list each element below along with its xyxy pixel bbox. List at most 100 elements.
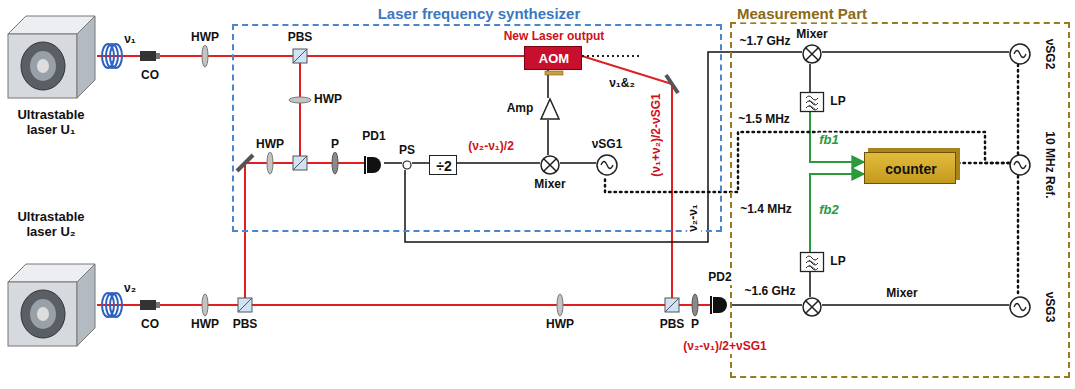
node-label: Mixer — [795, 28, 828, 42]
component-label: P — [330, 138, 340, 152]
node-shape — [402, 160, 412, 170]
component-label: ν₁ — [123, 33, 137, 47]
component-label: (ν₂-ν₁)/2+νSG1 — [682, 340, 767, 354]
node-label: 10 MHz Ref. — [1042, 130, 1056, 199]
reference-line — [956, 162, 1009, 165]
signal-wire — [730, 304, 802, 306]
signal-wire — [810, 112, 864, 162]
component-label: HWP — [190, 318, 220, 332]
node-label: νSG2 — [1042, 38, 1056, 71]
beam-splitter-cube — [238, 49, 679, 312]
amplifier-symbol: Amp — [540, 98, 560, 120]
node-shape — [540, 155, 560, 175]
aom-box: New Laser outputAOM — [524, 46, 582, 70]
node-label: νSG1 — [591, 138, 624, 152]
node-label: LP — [829, 255, 846, 269]
node-shape — [364, 155, 384, 175]
half-wave-plate — [202, 45, 563, 316]
counter-box: counter — [864, 152, 956, 184]
lowpass-filter: LP — [800, 92, 824, 112]
laser-beam — [97, 304, 710, 306]
measurement-region: Mixer νSG2LP counter 10 MHz Ref. LP Mixer νSG3… — [730, 22, 1070, 378]
edge-label: (ν₂-ν₁)/2 — [467, 140, 515, 154]
signal-wire — [547, 120, 549, 155]
synthesizer-region: New Laser outputAOMAmpPD1PS÷2MixerνSG1La… — [232, 24, 722, 232]
node-label: Amp — [506, 102, 535, 116]
signal-wire — [384, 162, 402, 164]
signal-wire — [810, 174, 864, 252]
node-shape — [800, 92, 824, 112]
signal-wire — [560, 162, 596, 164]
component-label: HWP — [255, 138, 285, 152]
laser-source: Ultrastable laser U₂ — [5, 258, 97, 348]
polarizer — [332, 152, 698, 316]
component-label: PBS — [232, 318, 259, 332]
photodiode: PD1 — [364, 155, 384, 175]
reference-line — [605, 132, 1009, 192]
node-label: counter — [885, 161, 936, 177]
node-shape — [1009, 154, 1031, 176]
node-label: Ultrastable laser U₁ — [6, 108, 96, 138]
node-shape — [540, 98, 560, 120]
node-shape — [800, 252, 824, 272]
divider-box: ÷2 — [429, 155, 457, 175]
reference-clock: 10 MHz Ref. — [1009, 154, 1031, 176]
node-label: Mixer — [885, 287, 918, 301]
node-label: LP — [829, 95, 846, 109]
laser-beam — [582, 56, 710, 305]
reference-line — [1017, 176, 1020, 296]
signal-wire — [809, 64, 811, 92]
node-shape — [1009, 43, 1031, 65]
node-label: ÷2 — [436, 158, 451, 174]
component-label: PBS — [659, 318, 686, 332]
node-label: PS — [398, 144, 416, 158]
laser-illustration — [8, 16, 95, 98]
node-shape — [802, 44, 822, 64]
edge-label: fb2 — [818, 203, 840, 218]
component-label: ν₁&₂ — [608, 77, 636, 91]
component-label: PBS — [287, 31, 314, 45]
component-label: ν₂ — [123, 282, 137, 296]
component-label: HWP — [313, 93, 343, 107]
laser-beam — [97, 56, 364, 163]
fiber-coil — [102, 44, 122, 68]
photodiode: PD2 — [710, 295, 730, 315]
node-label: AOM — [539, 52, 569, 67]
mixer-symbol: Mixer — [540, 155, 560, 175]
reference-line — [1017, 65, 1020, 154]
signal-wire — [405, 52, 802, 242]
component-label: CO — [140, 318, 160, 332]
component-label: CO — [140, 69, 160, 83]
laser-illustration — [8, 264, 95, 346]
mixer-symbol: Mixer — [802, 44, 822, 64]
node-label: PD2 — [707, 271, 732, 285]
laser-source: Ultrastable laser U₁ — [5, 10, 97, 100]
node-label: νSG3 — [1042, 291, 1056, 324]
signal-generator: νSG1 — [596, 154, 618, 176]
component-label: HWP — [545, 318, 575, 332]
edge-label: fb1 — [818, 133, 840, 148]
edge-label: ~1.6 GHz — [743, 285, 796, 299]
laser-beam — [97, 163, 364, 305]
signal-generator: νSG2 — [1009, 43, 1031, 65]
node-label: Ultrastable laser U₂ — [6, 210, 96, 240]
edge-label: (ν₁+ν₂)/2-νSG1 — [650, 92, 664, 177]
node-label: Mixer — [533, 178, 566, 192]
zero-order-beam — [582, 55, 640, 57]
node-label: Measurement Part — [736, 5, 868, 22]
signal-wire — [822, 51, 1009, 53]
collimator — [140, 51, 160, 310]
node-label: PD1 — [361, 130, 386, 144]
node-shape — [1009, 296, 1031, 318]
node-shape — [596, 154, 618, 176]
component-label: ~1.4 MHz — [739, 203, 793, 217]
component-label: P — [690, 318, 700, 332]
component-label: ~1.5 MHz — [737, 113, 791, 127]
power-splitter: PS — [402, 160, 412, 170]
node-shape — [710, 295, 730, 315]
node-label: Laser frequency synthesizer — [377, 5, 582, 22]
node-heading: New Laser output — [503, 30, 606, 44]
mixer-symbol: Mixer — [802, 297, 822, 317]
